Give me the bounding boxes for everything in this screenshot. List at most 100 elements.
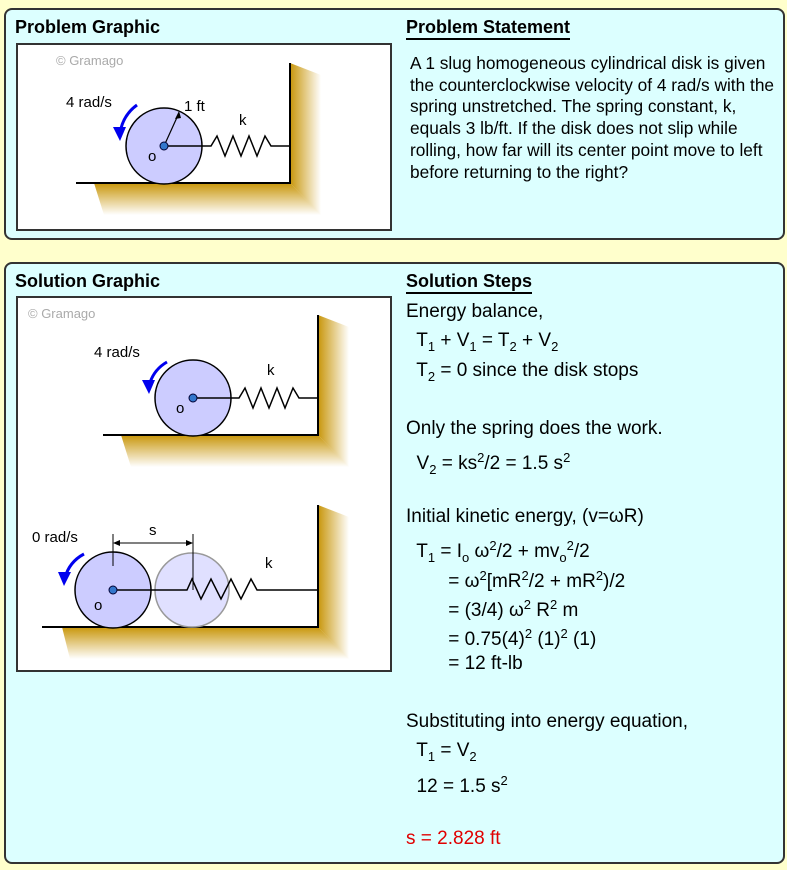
solution-step-line: V2 = ks2/2 = 1.5 s2 — [406, 443, 688, 477]
step-segment: Substituting into energy equation, — [406, 711, 689, 733]
step-segment: = ks — [436, 453, 478, 475]
solution-steps-heading: Solution Steps — [406, 271, 532, 294]
center-label: o — [148, 148, 156, 165]
solution-graphic: © Gramago o k 4 rad/s o k 0 rad/s — [16, 296, 392, 672]
step-segment: /2 — [573, 541, 590, 563]
solution-step-line: 12 = 1.5 s2 — [406, 766, 688, 797]
solution-step-line: T1 = Io ω2/2 + mvo2/2 — [406, 531, 688, 565]
solution-graphic-title: Solution Graphic — [15, 271, 161, 291]
step-segment: = V — [435, 740, 470, 762]
step-segment: 1 — [469, 339, 477, 355]
step-segment: m — [557, 599, 579, 621]
wall-ground-final — [42, 505, 319, 628]
solution-panel: Solution Graphic Solution Steps © Gramag… — [4, 262, 785, 864]
step-segment: (1) — [532, 629, 561, 651]
step-segment: (1) — [567, 629, 597, 651]
omega-initial-label: 4 rad/s — [94, 344, 140, 361]
step-segment: 2 — [479, 567, 487, 583]
step-segment: T — [406, 541, 428, 563]
wall-ground-initial — [103, 315, 319, 436]
step-segment: 1 — [427, 550, 436, 566]
omega-final-label: 0 rad/s — [32, 529, 78, 546]
solution-step-line: = (3/4) ω2 R2 m — [406, 590, 688, 621]
solution-step-line: = 12 ft-lb — [406, 649, 688, 678]
wall-shadow — [290, 63, 321, 215]
step-segment: 2 — [477, 450, 485, 466]
problem-statement-title: Problem Statement — [406, 17, 571, 40]
spring-final — [113, 577, 318, 601]
solution-diagram: © Gramago o k 4 rad/s o k 0 rad/s — [28, 306, 349, 659]
step-segment: 2 — [524, 626, 533, 642]
step-segment: ω — [469, 541, 490, 563]
step-segment: 2 — [500, 772, 508, 788]
problem-panel: Problem Graphic Problem Statement © Gram… — [4, 8, 785, 240]
solution-step-line: T1 = V2 — [406, 736, 688, 765]
step-segment: + V — [435, 330, 470, 352]
solution-step-line: s = 2.828 ft — [406, 824, 688, 853]
step-segment: 2 — [560, 626, 568, 642]
step-segment: /2 + mR — [528, 570, 596, 592]
problem-graphic: © Gramago o 1 ft k 4 rad/s — [16, 43, 392, 231]
solution-step-line: = ω2[mR2/2 + mR2)/2 — [406, 561, 688, 592]
step-segment: 2 — [429, 462, 437, 478]
step-segment: = ω — [406, 570, 480, 592]
copyright-watermark: © Gramago — [56, 53, 123, 68]
solution-step-line: Energy balance, — [406, 297, 688, 326]
spring-label-final: k — [265, 555, 273, 572]
step-segment: 2 — [523, 596, 532, 612]
solution-step-line: T1 + V1 = T2 + V2 — [406, 326, 688, 355]
displacement-label: s — [149, 522, 157, 539]
step-segment: = 0 since the disk stops — [435, 359, 639, 381]
step-segment: T — [406, 330, 428, 352]
spring — [164, 133, 290, 159]
solution-step-line — [406, 795, 688, 824]
step-segment: 2 — [595, 567, 604, 583]
step-segment: + V — [516, 330, 552, 352]
step-segment: 1 — [427, 339, 436, 355]
step-segment: /2 + mv — [496, 541, 560, 563]
step-segment: = (3/4) ω — [406, 599, 524, 621]
problem-graphic-title: Problem Graphic — [15, 17, 161, 37]
radius-label: 1 ft — [184, 98, 206, 115]
wall-ground — [76, 63, 291, 184]
final-answer: s = 2.828 ft — [406, 828, 501, 850]
solution-step-line: T2 = 0 since the disk stops — [406, 356, 688, 385]
center-label-initial: o — [176, 400, 184, 417]
copyright-watermark: © Gramago — [28, 306, 95, 321]
ground-shadow — [94, 183, 321, 215]
center-point — [159, 141, 169, 151]
step-segment: 1 — [427, 749, 436, 765]
problem-statement: A 1 slug homogeneous cylindrical disk is… — [410, 53, 775, 182]
spring-label-initial: k — [267, 362, 275, 379]
step-segment: o — [462, 550, 470, 566]
step-segment: 2 — [566, 538, 574, 554]
solution-step-line — [406, 473, 688, 502]
step-segment: 2 — [550, 596, 558, 612]
spring-initial — [193, 385, 318, 411]
step-segment: = 12 ft-lb — [406, 652, 523, 674]
step-segment: 2 — [469, 749, 477, 765]
solution-steps: Energy balance, T1 + V1 = T2 + V2 T2 = 0… — [406, 297, 688, 854]
omega-label: 4 rad/s — [66, 94, 112, 111]
step-segment: 2 — [509, 339, 517, 355]
step-segment: T — [406, 359, 428, 381]
step-segment: T — [406, 740, 428, 762]
solution-step-line — [406, 678, 688, 707]
step-segment: = I — [435, 541, 462, 563]
step-segment: = T — [476, 330, 510, 352]
step-segment: Initial kinetic energy, (v=ωR) — [406, 506, 644, 528]
step-segment: 12 = 1.5 s — [406, 775, 501, 797]
solution-step-line — [406, 385, 688, 414]
solution-step-line: = 0.75(4)2 (1)2 (1) — [406, 619, 688, 651]
step-segment: [mR — [486, 570, 522, 592]
problem-diagram: © Gramago o 1 ft k 4 rad/s — [56, 53, 321, 215]
step-segment: o — [559, 550, 567, 566]
problem-statement-heading: Problem Statement — [406, 17, 571, 40]
step-segment: 2 — [489, 538, 497, 554]
step-segment: = 0.75(4) — [406, 629, 525, 651]
step-segment: 2 — [427, 368, 436, 384]
solution-step-line: Substituting into energy equation, — [406, 707, 688, 736]
step-segment: V — [406, 453, 430, 475]
step-segment: R — [531, 599, 551, 621]
step-segment: )/2 — [603, 570, 626, 592]
